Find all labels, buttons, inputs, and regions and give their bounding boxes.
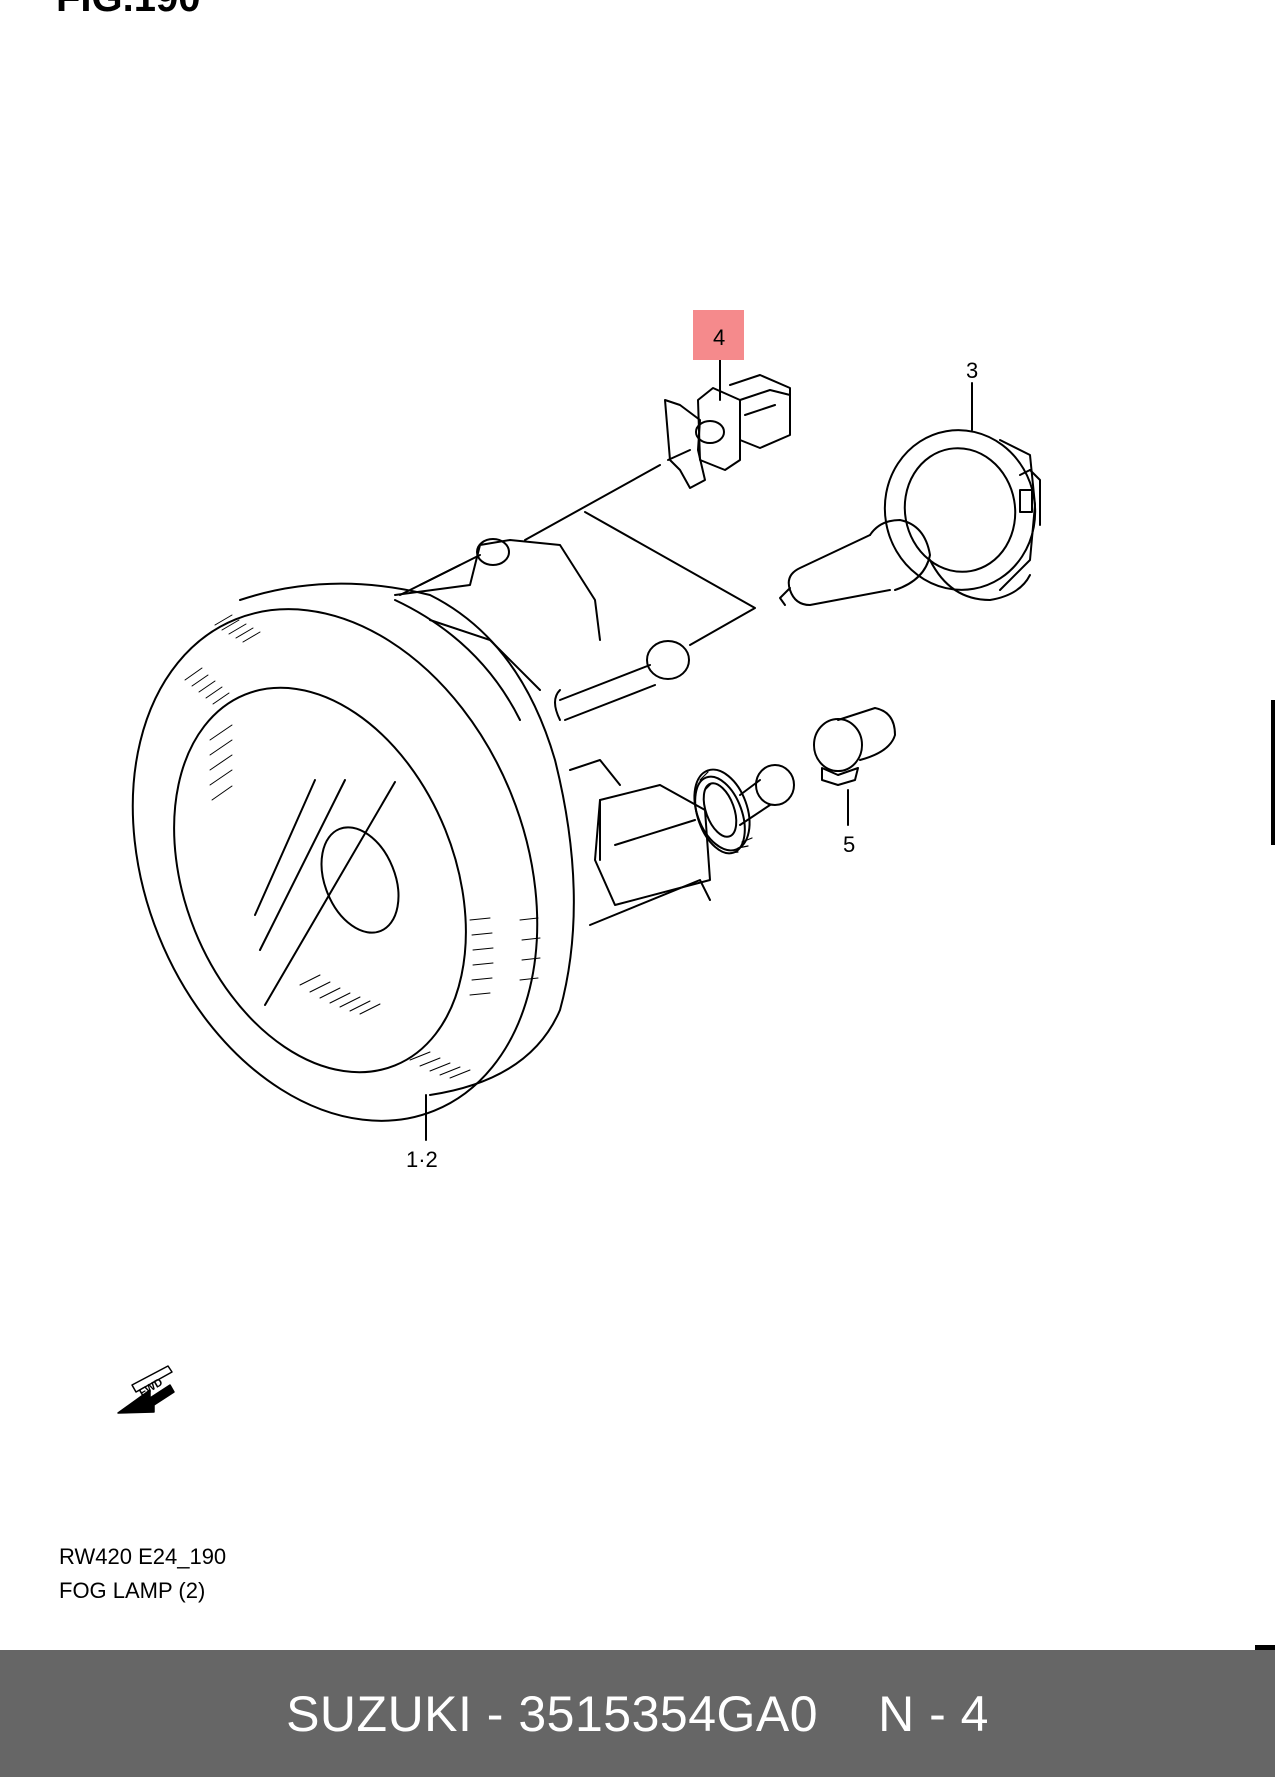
bulb-holder-nut bbox=[693, 764, 795, 854]
callout-part-3: 3 bbox=[966, 358, 978, 383]
callout-highlight-part-4 bbox=[693, 310, 744, 360]
footer-bar: SUZUKI - 3515354GA0 N - 4 bbox=[0, 1650, 1275, 1777]
caption-name: FOG LAMP (2) bbox=[59, 1578, 206, 1603]
footer-ref: N - 4 bbox=[878, 1685, 989, 1742]
fwd-arrow-icon bbox=[117, 1365, 175, 1414]
callout-part-1-2: 1·2 bbox=[406, 1147, 438, 1172]
right-edge-mark-bottom bbox=[1255, 1645, 1275, 1650]
lamp-housing bbox=[131, 538, 746, 1141]
small-socket-part-5 bbox=[813, 707, 896, 826]
socket-connector-part-4 bbox=[524, 354, 791, 646]
callout-part-4: 4 bbox=[713, 325, 725, 350]
right-edge-mark bbox=[1271, 700, 1275, 845]
footer-part-number: SUZUKI - 3515354GA0 bbox=[286, 1685, 819, 1742]
callout-part-5: 5 bbox=[843, 832, 855, 857]
caption-code: RW420 E24_190 bbox=[59, 1544, 227, 1569]
fog-lamp-exploded-diagram: 4 3 5 1·2 FWD bbox=[117, 310, 1041, 1414]
bulb-part-3 bbox=[779, 382, 1041, 606]
figure-label: FIG.190 bbox=[56, 0, 201, 18]
